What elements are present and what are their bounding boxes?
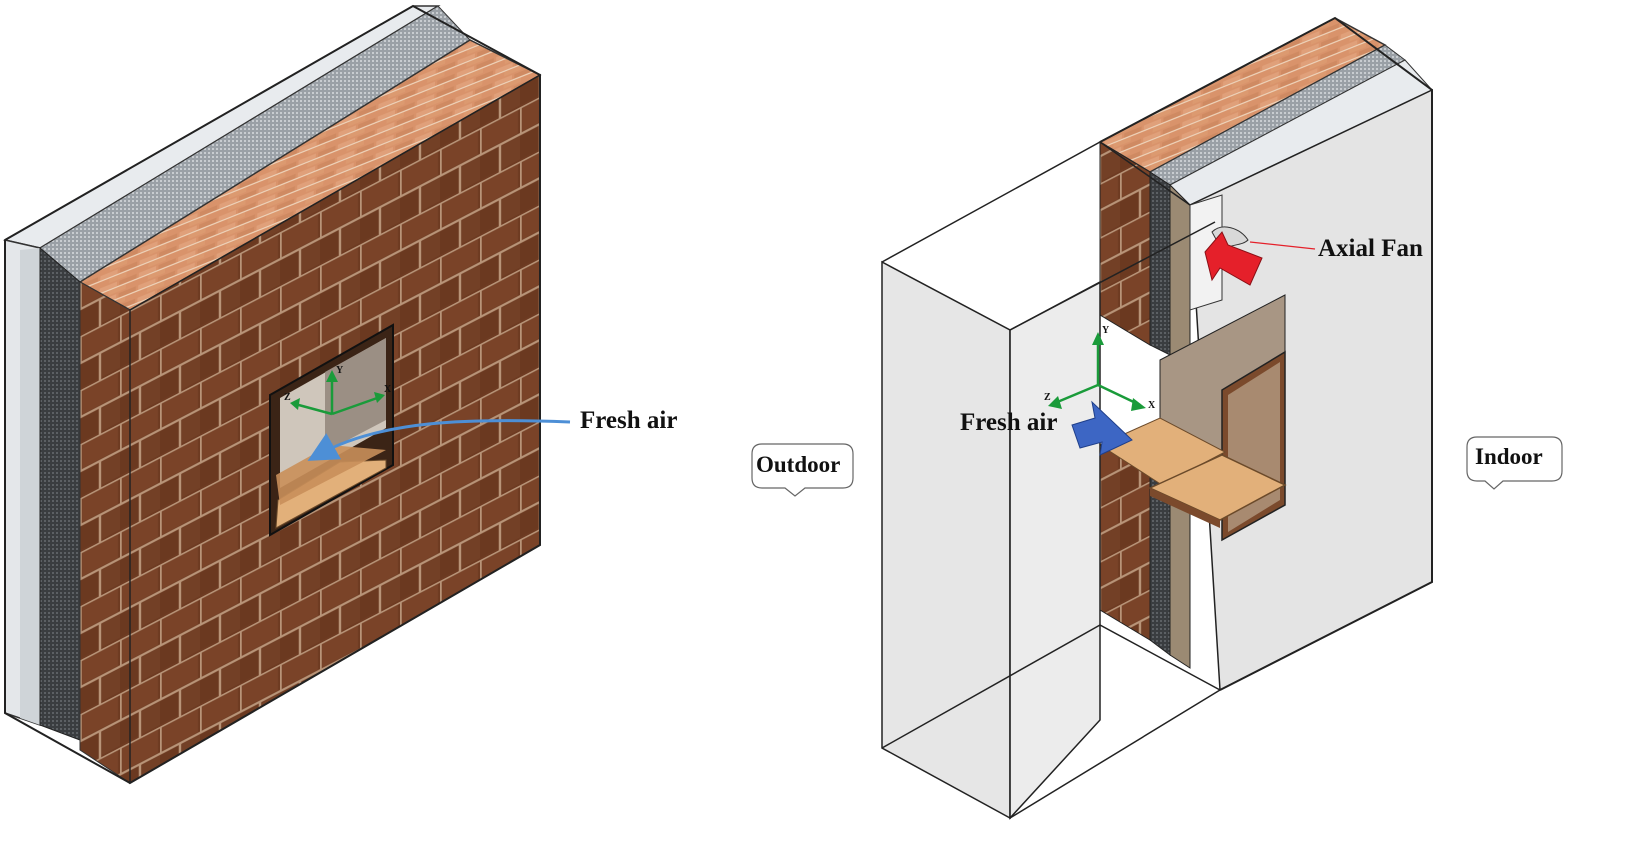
left-axis-x-arrow-icon <box>374 392 385 403</box>
left-outline <box>4 4 541 785</box>
right-outdoor-box-left <box>881 260 1011 820</box>
left-axis-y-arrow-icon <box>326 370 338 382</box>
outdoor-callout: Outdoor <box>751 443 854 497</box>
left-wall-block: Y X Z Fresh air <box>2 4 677 785</box>
left-side-insulation <box>39 246 81 741</box>
right-axis-triad: Y X Z <box>1044 325 1156 411</box>
right-fresh-air-arrow-icon <box>1071 400 1133 456</box>
right-insulation-upper <box>1149 171 1171 356</box>
left-window-inner-wall <box>325 338 386 452</box>
indoor-callout-bubble <box>1466 436 1563 490</box>
left-fresh-air-label: Fresh air <box>580 407 677 434</box>
right-outdoor-box-bottom-edge-b <box>1099 624 1221 691</box>
right-outdoor-box-front <box>1009 280 1101 820</box>
right-outdoor-box-bottom-edge-a <box>881 624 1101 749</box>
right-axis-y-label: Y <box>1102 325 1110 336</box>
axial-fan-arrow-icon <box>1204 231 1263 286</box>
right-fresh-air-label: Fresh air <box>960 409 1057 436</box>
right-chamber-block: Y X Z Fresh air Axial Fan Outdoor Indoor <box>751 16 1563 820</box>
left-axis-z-arrow-icon <box>290 398 300 410</box>
right-outline <box>1099 16 1433 691</box>
indoor-callout: Indoor <box>1466 436 1563 490</box>
right-window-opening <box>1098 294 1287 542</box>
right-axis-z-label: Z <box>1044 392 1051 403</box>
right-window-sill-lower-edge <box>1150 488 1220 528</box>
right-axis-x-arrow-icon <box>1131 398 1146 411</box>
right-axial-fan-label: Axial Fan <box>1318 235 1423 262</box>
left-axis-y-label: Y <box>336 365 344 376</box>
outdoor-label: Outdoor <box>756 452 840 477</box>
right-axis-z-line <box>1054 383 1099 405</box>
right-outdoor-box-top-front-edge <box>1009 221 1216 331</box>
left-fresh-air-arrow-icon <box>307 419 571 461</box>
axial-fan <box>1204 226 1316 286</box>
left-axis-triad: Y X Z <box>284 365 392 416</box>
right-outdoor-box-bottom-edge-c <box>1009 689 1221 819</box>
left-axis-z-label: Z <box>284 392 291 403</box>
right-gypsum-upper <box>1169 183 1191 366</box>
left-side-gypsum-inner <box>20 248 40 725</box>
left-axis-x-label: X <box>384 384 392 395</box>
right-axis-z-arrow-icon <box>1048 396 1062 409</box>
right-brick-lower <box>1099 444 1151 641</box>
axial-fan-leader-line <box>1249 241 1316 250</box>
right-axis-y-arrow-icon <box>1092 332 1104 345</box>
right-gypsum-lower <box>1169 487 1191 669</box>
outdoor-callout-bubble <box>751 443 854 497</box>
right-axis-x-label: X <box>1148 400 1156 411</box>
left-side-brick-edge <box>79 281 131 784</box>
left-window-sill <box>276 445 386 505</box>
left-axis-x-line <box>331 395 381 416</box>
indoor-label: Indoor <box>1475 444 1543 469</box>
left-axis-z-line <box>294 402 333 416</box>
